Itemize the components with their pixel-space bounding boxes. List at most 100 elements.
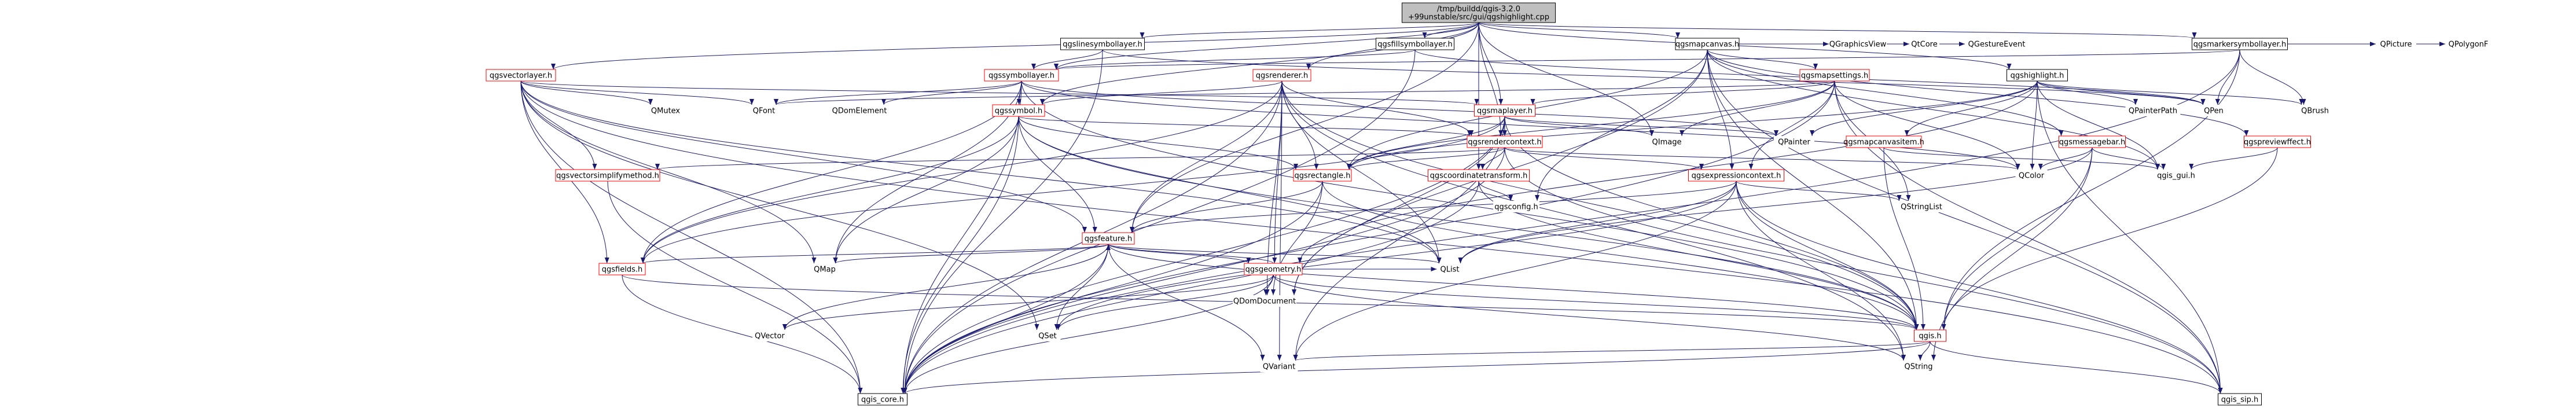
node-label: QMutex	[651, 107, 681, 116]
node-qfont: QFont	[749, 105, 778, 116]
node-qgsfields[interactable]: qgsfields.h	[598, 263, 646, 275]
node-qbrush: QBrush	[2299, 105, 2331, 116]
node-qgsgeometry[interactable]: qgsgeometry.h	[1244, 263, 1303, 275]
node-label: qgis.h	[1919, 332, 1941, 341]
node-label: QMap	[814, 266, 836, 274]
node-qpainterpath: QPainterPath	[2125, 105, 2181, 116]
edge-qgssymbol-to-qlist	[1018, 116, 1442, 264]
node-box	[2218, 393, 2262, 406]
node-qgslinesymbollayer[interactable]: qgslinesymbollayer.h	[1060, 38, 1145, 50]
edge-qgsmessagebar-to-qgis_gui	[2092, 147, 2166, 170]
node-qgsmapsettings[interactable]: qgsmapsettings.h	[1799, 69, 1870, 82]
edge-qgis-to-qstring	[1918, 341, 1931, 361]
edge-qgsmapsettings-to-qgsrectangle	[1347, 80, 1835, 170]
node-box	[1909, 38, 1939, 50]
node-qgsexpressioncontext[interactable]: qgsexpressioncontext.h	[1688, 169, 1784, 182]
edge-qgssymbol-to-qgis	[1018, 116, 1919, 330]
edge-qgsfeature-to-qset	[1054, 244, 1109, 330]
node-label: QPen	[2204, 107, 2224, 116]
node-box	[2192, 38, 2288, 50]
node-label: QString	[1904, 363, 1932, 372]
node-label: qgsvectorsimplifymethod.h	[556, 172, 659, 181]
edge-root-to-qgsrendercontext	[1478, 22, 1504, 137]
edge-qgsexpressioncontext-to-qstring	[1736, 181, 1906, 361]
node-qgsvectorsimplifymethod[interactable]: qgsvectorsimplifymethod.h	[555, 169, 660, 182]
node-qgssymbollayer[interactable]: qgssymbollayer.h	[984, 69, 1059, 82]
edge-qgsmaplayer-to-qpainter	[1504, 116, 1778, 137]
edge-qgsrendercontext-to-qgsrectangle	[1347, 147, 1505, 170]
edge-qgshighlight-to-qpainterpath	[2037, 80, 2138, 105]
edge-qgspreviewffect-to-qgis	[1941, 147, 2278, 330]
edge-qgsvectorlayer-to-qmutex	[520, 80, 653, 105]
node-box	[1774, 136, 1814, 148]
node-root: /tmp/buildd/qgis-3.2.0+99unstable/src/gu…	[1402, 2, 1556, 23]
node-label: qgsgeometry.h	[1245, 266, 1302, 274]
node-qgsmapcanvasitem[interactable]: qgsmapcanvasitem.h	[1843, 135, 1924, 148]
node-qgspreviewffect[interactable]: qgspreviewffect.h	[2244, 135, 2311, 148]
node-qgshighlight[interactable]: qgshighlight.h	[2007, 69, 2068, 82]
node-box	[598, 263, 646, 275]
edge-qgssymbollayer-to-qcolor	[1021, 80, 2020, 170]
node-qgis_gui: qgis_gui.h	[2155, 170, 2197, 181]
edge-root-to-qgsmarkersymbollayer	[1478, 22, 2196, 39]
edge-qgssymbol-to-qgsrectangle	[1018, 116, 1298, 170]
node-qgis_sip[interactable]: qgis_sip.h	[2218, 393, 2262, 406]
node-qgscoordinatetransform[interactable]: qgscoordinatetransform.h	[1428, 169, 1530, 182]
node-qgsfeature[interactable]: qgsfeature.h	[1082, 232, 1135, 245]
edge-qgshighlight-to-qpen	[2037, 80, 2206, 105]
edge-qgssymbollayer-to-qpainter	[1021, 80, 1778, 137]
node-qgsfillsymbollayer[interactable]: qgsfillsymbollayer.h	[1376, 38, 1454, 50]
node-box	[1260, 361, 1298, 372]
node-qgsmessagebar[interactable]: qgsmessagebar.h	[2059, 135, 2126, 148]
edge-qgssymbol-to-qgsfields	[641, 116, 1019, 264]
edge-root-to-qgshighlight	[1478, 22, 2012, 70]
node-qimage: QImage	[1649, 136, 1684, 148]
edge-qgsfeature-to-qvariant	[1108, 244, 1265, 361]
node-label: /tmp/buildd/qgis-3.2.0	[1437, 5, 1520, 14]
node-box	[2200, 105, 2227, 116]
edge-qgshighlight-to-qgis_sip	[2037, 80, 2223, 394]
node-box	[2244, 135, 2311, 148]
node-qgsvectorlayer[interactable]: qgsvectorlayer.h	[486, 69, 556, 82]
edge-qgsvectorlayer-to-qset	[520, 80, 1039, 330]
node-qgsmaplayer[interactable]: qgsmaplayer.h	[1474, 104, 1535, 117]
node-qgestureevent: QGestureEvent	[1965, 38, 2029, 50]
node-box	[2445, 38, 2492, 50]
edge-qgsrectangle-to-qgsfeature	[1130, 181, 1323, 233]
node-label: qgssymbol.h	[995, 107, 1043, 116]
node-box	[1901, 361, 1936, 372]
node-box	[752, 330, 787, 341]
node-qgis_core[interactable]: qgis_core.h	[858, 393, 907, 406]
node-qgsmapcanvas[interactable]: qgsmapcanvas.h	[1675, 38, 1740, 50]
node-box	[1402, 2, 1556, 23]
node-box	[1436, 263, 1463, 275]
node-box	[2376, 38, 2416, 50]
node-box	[2007, 69, 2068, 82]
node-label: qgsfeature.h	[1085, 235, 1133, 244]
node-qgsrectangle[interactable]: qgsrectangle.h	[1293, 169, 1352, 182]
node-qdomdocument: QDomDocument	[1233, 295, 1296, 307]
node-qvariant: QVariant	[1260, 361, 1298, 372]
edge-qgsfeature-to-qgsfields	[641, 244, 1109, 264]
node-box	[1428, 169, 1530, 182]
edge-qgsmarkersymbollayer-to-qbrush	[2239, 49, 2306, 105]
edge-qgsexpressioncontext-to-qgis_sip	[1736, 181, 2223, 394]
node-qgsmarkersymbollayer[interactable]: qgsmarkersymbollayer.h	[2192, 38, 2288, 50]
node-qgis[interactable]: qgis.h	[1914, 329, 1946, 342]
edge-qgsmaplayer-to-qgsfields	[641, 116, 1505, 264]
node-qgsrendercontext[interactable]: qgsrendercontext.h	[1467, 135, 1543, 148]
node-box	[2155, 170, 2197, 181]
node-box	[486, 69, 556, 82]
edge-qgsmapsettings-to-qimage	[1680, 80, 1835, 137]
node-label: QVector	[755, 332, 785, 341]
node-qgsrenderer[interactable]: qgsrenderer.h	[1252, 69, 1311, 82]
edge-qgsrendercontext-to-qgscoordinatetransform	[1480, 147, 1505, 170]
node-qtcore: QtCore	[1909, 38, 1939, 50]
node-box	[811, 263, 838, 275]
node-qgssymbol[interactable]: qgssymbol.h	[992, 104, 1045, 117]
edge-qgslinesymbollayer-to-qpen	[1102, 49, 2206, 105]
node-label: +99unstable/src/gui/qgshighlight.cpp	[1408, 13, 1549, 22]
node-label: QImage	[1652, 138, 1682, 147]
node-label: QVariant	[1263, 363, 1295, 372]
node-box	[831, 105, 888, 116]
